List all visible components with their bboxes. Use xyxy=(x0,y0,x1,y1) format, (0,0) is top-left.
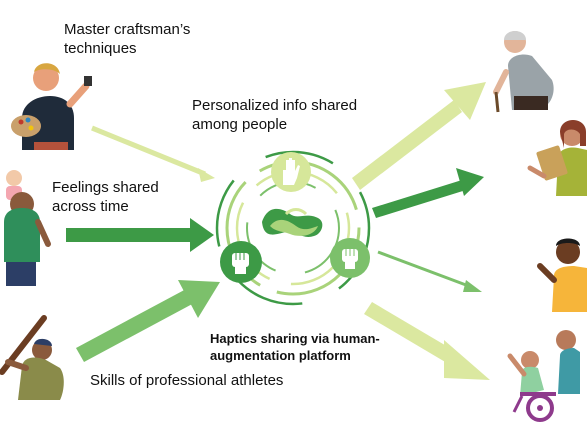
label-athletes: Skills of professional athletes xyxy=(90,372,284,389)
label-craftsman-line2: techniques xyxy=(64,40,137,57)
raised-fist-icon xyxy=(330,238,370,278)
label-platform-line2: augmentation platform xyxy=(210,348,351,363)
label-craftsman: Master craftsman’s techniques xyxy=(64,20,190,58)
arrow-to-child xyxy=(377,250,482,292)
wheelchair-figure xyxy=(507,330,580,422)
wave-logo-icon xyxy=(262,208,323,237)
label-platform-line1: Haptics sharing via human- xyxy=(210,331,380,346)
baseball-player-figure xyxy=(0,315,64,400)
teacher-figure xyxy=(527,120,587,196)
arrow-to-wheelchair xyxy=(364,302,490,380)
arrow-to-elder xyxy=(352,82,486,190)
label-personalized: Personalized info shared among people xyxy=(192,96,357,134)
arrow-from-feelings xyxy=(66,218,214,252)
label-craftsman-line1: Master craftsman’s xyxy=(64,21,191,38)
label-feelings-line1: Feelings shared xyxy=(52,179,159,196)
elderly-man-figure xyxy=(493,31,554,113)
craftsman-figure xyxy=(11,63,92,150)
label-platform: Haptics sharing via human- augmentation … xyxy=(210,330,380,364)
parent-child-figure xyxy=(4,170,51,286)
open-hand-icon xyxy=(271,152,311,192)
label-personalized-line1: Personalized info shared xyxy=(192,97,358,114)
child-figure xyxy=(537,238,587,312)
arrow-from-craftsman xyxy=(91,125,215,182)
closed-fist-icon xyxy=(220,241,262,283)
label-personalized-line2: among people xyxy=(192,116,288,133)
arrow-to-teacher xyxy=(372,168,484,218)
arrow-from-athlete xyxy=(76,280,220,362)
label-feelings: Feelings shared across time xyxy=(52,178,159,216)
label-feelings-line2: across time xyxy=(52,198,129,215)
